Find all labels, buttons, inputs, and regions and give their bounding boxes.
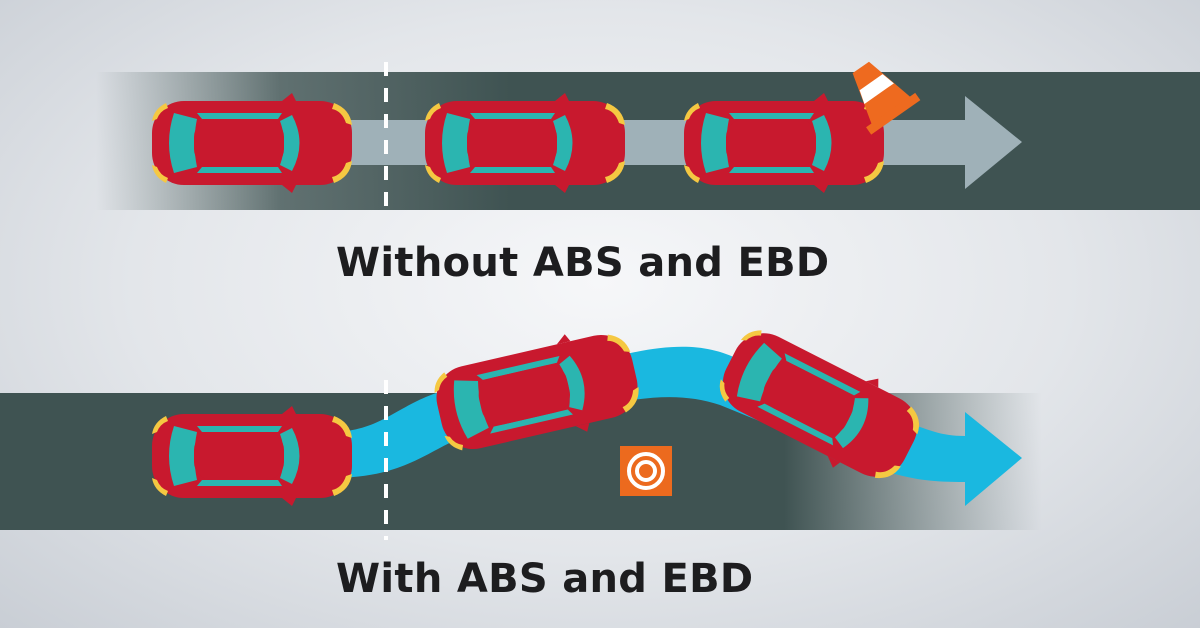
car-top-1: [152, 93, 352, 193]
target-icon: [620, 446, 672, 496]
car-bottom-1: [152, 406, 352, 506]
traffic-cone-icon: [852, 61, 921, 135]
car-top-3: [684, 93, 884, 193]
caption-without-abs-ebd: Without ABS and EBD: [336, 240, 830, 286]
car-top-2: [425, 93, 625, 193]
caption-with-abs-ebd: With ABS and EBD: [336, 556, 754, 602]
